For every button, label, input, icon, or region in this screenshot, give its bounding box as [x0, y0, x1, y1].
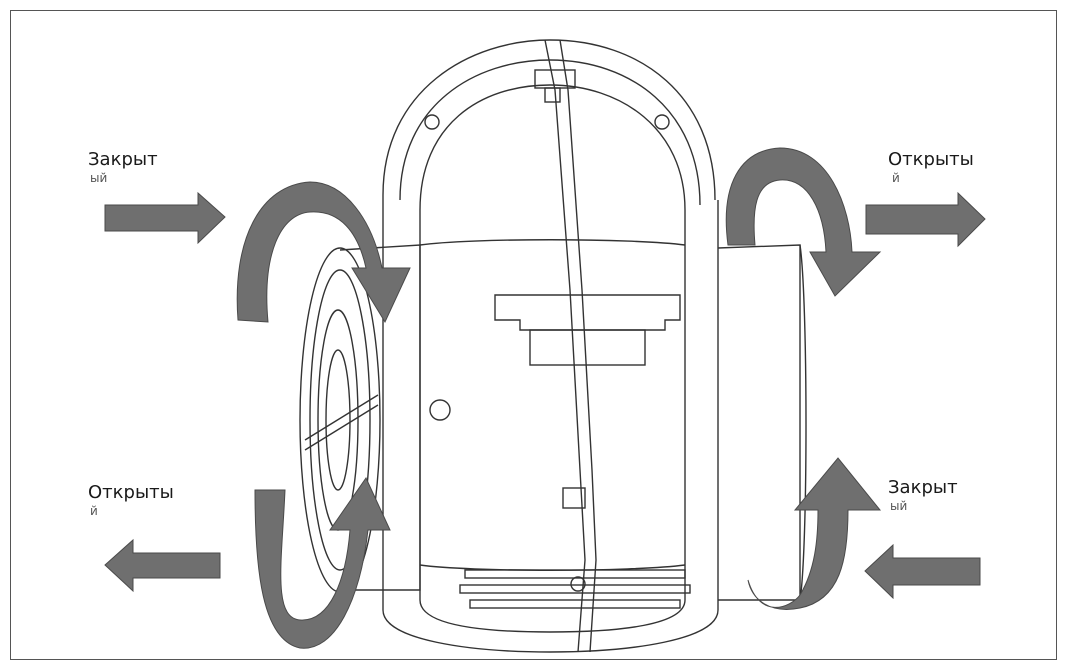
label-bottom-right: Закрыт	[888, 477, 958, 498]
straight-arrow-icon	[104, 538, 221, 593]
label-top-left: Закрыт	[88, 149, 158, 170]
label-bottom-right-cont: ый	[890, 499, 908, 513]
fan-housing	[299, 39, 807, 653]
label-top-left-cont: ый	[90, 171, 108, 185]
label-bottom-left-cont: й	[90, 504, 98, 518]
label-top-right: Открыты	[888, 149, 974, 170]
curved-arrow-icon	[236, 181, 411, 324]
label-top-right-cont: й	[892, 171, 900, 185]
curved-arrow-icon	[747, 457, 882, 610]
diagram-frame	[10, 10, 1057, 660]
curved-arrows	[236, 147, 882, 649]
straight-arrow-icon	[865, 191, 986, 248]
straight-arrows	[104, 191, 986, 600]
curved-arrow-icon	[254, 476, 391, 649]
label-bottom-left: Открыты	[88, 482, 174, 503]
curved-arrow-icon	[725, 147, 882, 297]
straight-arrow-icon	[104, 191, 226, 245]
straight-arrow-icon	[864, 543, 981, 600]
